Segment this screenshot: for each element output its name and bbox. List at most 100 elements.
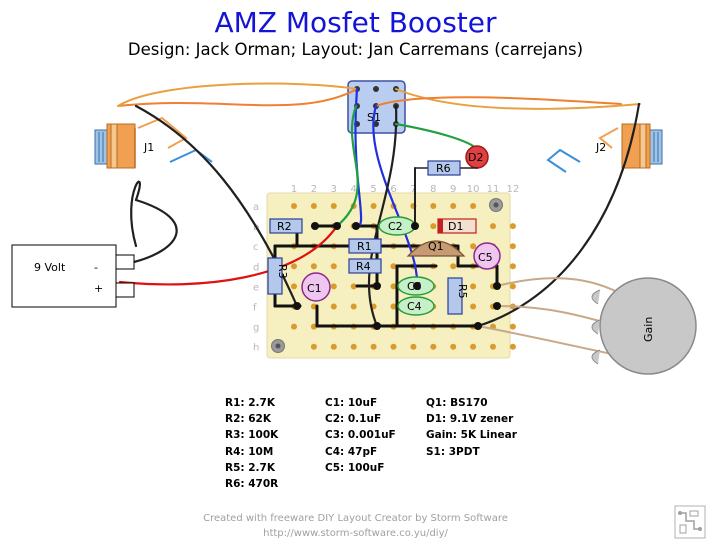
- board-pad: [291, 203, 297, 209]
- credit-line-1: Created with freeware DIY Layout Creator…: [203, 513, 508, 524]
- transistor-q1: Q1: [406, 240, 466, 257]
- board-pad: [390, 343, 397, 350]
- bom-item: R4: 10M: [225, 445, 274, 458]
- board-pad: [450, 203, 457, 209]
- board-pad: [370, 203, 377, 209]
- bom-item: R3: 100K: [225, 429, 279, 442]
- electrolytic-c5: C5: [473, 242, 501, 270]
- resistor-r3: R3: [267, 257, 289, 295]
- bom-item: C5: 100uF: [325, 461, 385, 474]
- bom-item: R5: 2.7K: [225, 461, 275, 474]
- board-pad: [509, 243, 516, 250]
- board-pad: [509, 223, 516, 230]
- board-pad: [330, 203, 337, 209]
- column-label: 11: [487, 184, 500, 195]
- diy-logo-icon: [674, 505, 706, 539]
- resistor-r2: R2: [269, 218, 303, 234]
- board-pad: [509, 343, 516, 350]
- output-jack-j2: J2: [546, 123, 663, 173]
- credit-line-2: http://www.storm-software.co.yu/diy/: [263, 528, 448, 539]
- board-pad: [330, 283, 337, 290]
- gain-label: Gain: [642, 317, 655, 342]
- board-pad: [291, 323, 297, 330]
- bom-item: Gain: 5K Linear: [426, 429, 517, 442]
- board-pad: [509, 323, 516, 330]
- board-pad: [410, 343, 417, 350]
- board-pad: [330, 343, 337, 350]
- column-label: 3: [331, 184, 337, 195]
- board-pad: [430, 343, 437, 350]
- bom-item: S1: 3PDT: [426, 445, 480, 458]
- bom-item: R2: 62K: [225, 413, 271, 426]
- battery-9v: 9 Volt - +: [11, 244, 135, 308]
- resistor-r6: R6: [415, 160, 478, 176]
- board-pad: [310, 323, 317, 330]
- battery-label: 9 Volt: [34, 261, 66, 274]
- column-label: 10: [467, 184, 480, 195]
- resistor-r4: R4: [348, 258, 382, 274]
- c5-label: C5: [478, 251, 493, 264]
- q1-label: Q1: [428, 240, 444, 253]
- board-pad: [291, 283, 297, 290]
- board-pad: [430, 223, 437, 230]
- zener-diode-d1: D1: [437, 218, 477, 234]
- gain-potentiometer: Gain: [591, 277, 697, 375]
- d1-label: D1: [448, 220, 463, 233]
- bom-item: Q1: BS170: [426, 397, 488, 409]
- d2-label: D2: [468, 151, 483, 164]
- bom-item: R6: 470R: [225, 478, 279, 491]
- board-pad: [310, 343, 317, 350]
- r5-label: R5: [456, 284, 469, 299]
- board-pad: [330, 303, 337, 310]
- r6-label: R6: [436, 162, 451, 175]
- board-pad: [370, 343, 377, 350]
- row-label: h: [253, 343, 259, 354]
- bom-item: C4: 47pF: [325, 445, 378, 458]
- bom-item: C2: 0.1uF: [325, 413, 382, 426]
- board-pad: [470, 203, 477, 209]
- board-pad: [310, 203, 317, 209]
- column-label: 4: [351, 184, 357, 195]
- board-pad: [509, 283, 516, 290]
- board-pad: [291, 263, 297, 270]
- bom-item: R1: 2.7K: [225, 397, 275, 409]
- r1-label: R1: [357, 240, 372, 253]
- board-pad: [350, 343, 357, 350]
- bom-item: D1: 9.1V zener: [426, 413, 514, 426]
- board-pad: [310, 303, 317, 310]
- row-label: f: [253, 303, 257, 314]
- column-label: 7: [410, 184, 416, 195]
- capacitor-c4: C4: [397, 296, 435, 316]
- column-label: 9: [450, 184, 456, 195]
- bom-item: C1: 10uF: [325, 397, 378, 409]
- column-label: 12: [507, 184, 520, 195]
- board-pad: [430, 203, 437, 209]
- board-pad: [350, 283, 357, 290]
- board-pad: [390, 263, 397, 270]
- wire-endpoints: [293, 222, 501, 330]
- board-pad: [390, 303, 397, 310]
- led-d2: D2: [465, 145, 489, 169]
- board-pad: [490, 343, 496, 350]
- battery-minus: -: [94, 261, 98, 274]
- resistor-r5: R5: [447, 277, 469, 315]
- j1-label: J1: [143, 141, 154, 154]
- column-label: 1: [291, 184, 297, 195]
- board-pad: [470, 303, 477, 310]
- battery-plus: +: [94, 282, 103, 295]
- column-label: 8: [430, 184, 436, 195]
- board-pad: [450, 343, 457, 350]
- j2-label: J2: [595, 141, 606, 154]
- board-pad: [310, 263, 317, 270]
- board-pad: [330, 263, 337, 270]
- board-pad: [470, 283, 477, 290]
- row-label: e: [253, 282, 259, 293]
- c4-label: C4: [407, 300, 422, 313]
- board-pad: [390, 283, 397, 290]
- c1-label: C1: [307, 282, 322, 295]
